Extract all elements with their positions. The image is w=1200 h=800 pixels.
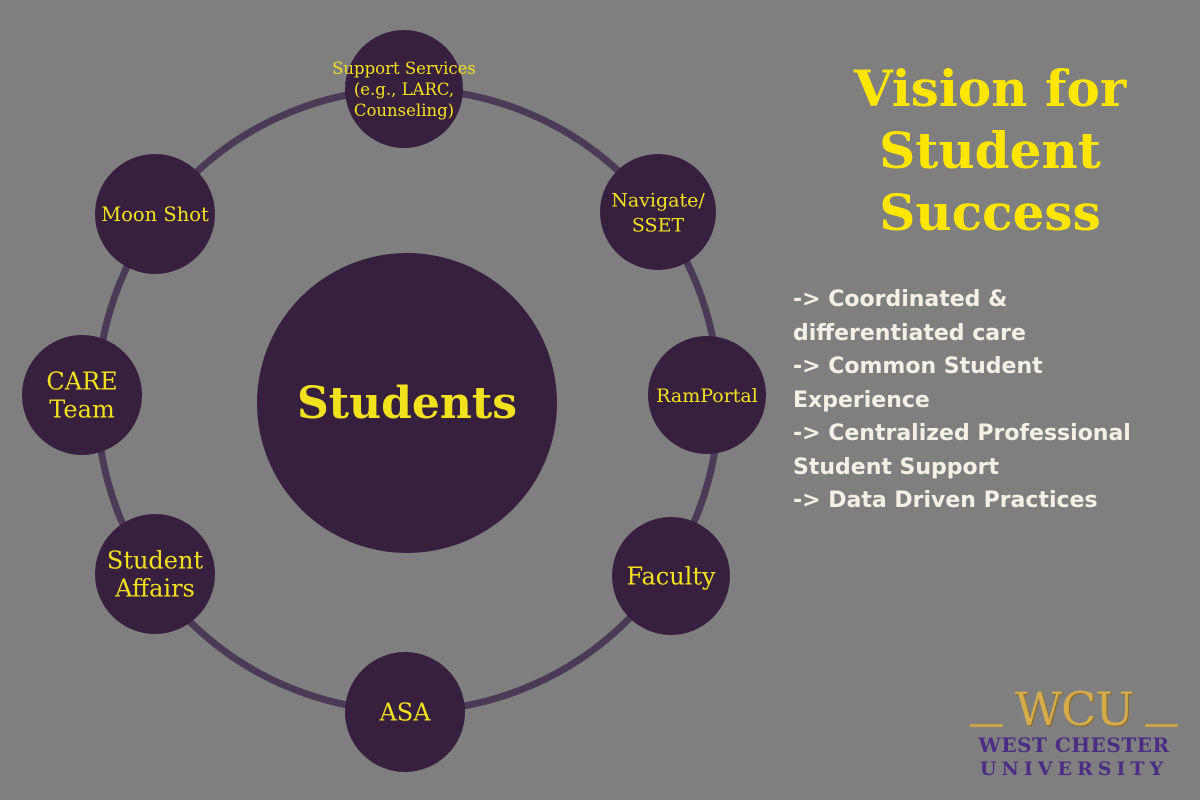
vision-heading-line: Student <box>879 121 1101 180</box>
student-affairs-label-line: Affairs <box>114 575 195 603</box>
logo-name-line1: WEST CHESTER <box>978 733 1170 757</box>
faculty-label-line: Faculty <box>626 563 716 591</box>
moon-shot-label: Moon Shot <box>101 203 209 226</box>
asa-label-line: ASA <box>378 699 431 727</box>
vision-point-line: -> Centralized Professional <box>793 421 1131 446</box>
care-team-circle <box>22 335 142 455</box>
moon-shot-circle <box>95 154 215 274</box>
support-services-label-line: Counseling) <box>354 101 454 120</box>
vision-point-line: -> Coordinated & <box>793 287 1008 312</box>
asa-circle <box>345 652 465 772</box>
care-team-label-line: Team <box>49 396 115 424</box>
support-services-label-line: (e.g., LARC, <box>354 80 454 99</box>
care-team-label-line: CARE <box>46 368 117 396</box>
wcu-logo: WCU WEST CHESTER UNIVERSITY <box>968 684 1180 784</box>
vision-heading-line: Vision for <box>853 59 1127 118</box>
moon-shot-label-line: Moon Shot <box>101 203 209 226</box>
faculty-circle <box>612 517 730 635</box>
vision-heading-line: Success <box>879 183 1101 242</box>
logo-rule-right <box>1145 724 1178 727</box>
ramportal-label: RamPortal <box>656 385 758 407</box>
logo-rule-left <box>970 724 1003 727</box>
student-affairs-label-line: Student <box>107 547 204 575</box>
ramportal-label-line: RamPortal <box>656 385 758 407</box>
support-services-circle <box>345 30 463 148</box>
students-center-circle <box>257 253 557 553</box>
logo-letters: WCU <box>1014 682 1134 736</box>
vision-point-line: Experience <box>793 387 930 413</box>
vision-point-line: -> Common Student <box>793 354 1043 379</box>
student-success-diagram: Support Services (e.g., LARC, Counseling) N… <box>22 30 766 772</box>
vision-point-line: differentiated care <box>793 320 1026 346</box>
ramportal-circle <box>648 336 766 454</box>
vision-point-line: -> Data Driven Practices <box>793 488 1098 513</box>
support-services-label: Support Services (e.g., LARC, Counseling) <box>332 59 476 120</box>
asa-label: ASA <box>378 699 431 727</box>
student-affairs-circle <box>95 514 215 634</box>
support-services-label-line: Support Services <box>332 59 476 78</box>
faculty-label: Faculty <box>626 563 716 591</box>
logo-name-line2: UNIVERSITY <box>979 758 1169 780</box>
navigate-sset-label-line: SSET <box>632 214 685 236</box>
vision-heading: Vision for Student Success <box>790 58 1190 244</box>
navigate-sset-label: Navigate/SSET <box>611 189 705 236</box>
logo-mark: WCU <box>968 684 1180 734</box>
students-center-label: Students <box>297 378 517 429</box>
navigate-sset-label-line: Navigate/ <box>611 189 705 211</box>
vision-points: -> Coordinated & differentiated care -> … <box>793 283 1198 518</box>
navigate-sset-circle <box>600 154 716 270</box>
vision-point-line: Student Support <box>793 454 1000 480</box>
